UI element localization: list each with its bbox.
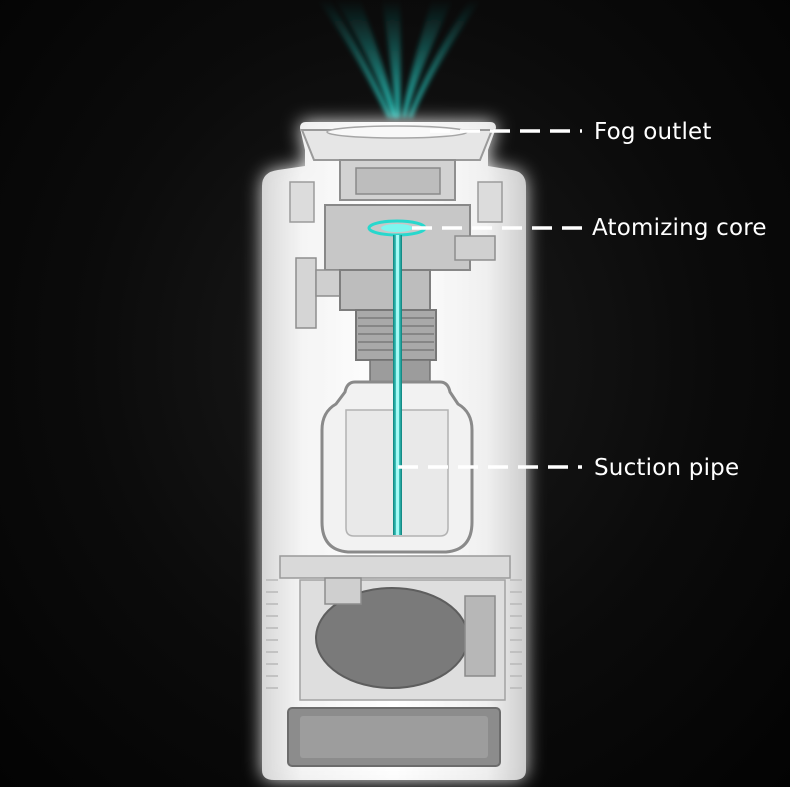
grip-ridges <box>266 579 522 689</box>
base-compartment <box>287 707 501 767</box>
atomizing-core-label: Atomizing core <box>592 215 767 241</box>
leader-lines <box>398 129 582 469</box>
pump-chamber <box>279 555 511 701</box>
suction-pipe-label: Suction pipe <box>594 455 740 481</box>
fog-outlet-label: Fog outlet <box>594 119 712 145</box>
mist-plume <box>318 0 480 118</box>
fog-outlet-cap <box>289 125 503 223</box>
suction-pipe <box>393 235 402 535</box>
